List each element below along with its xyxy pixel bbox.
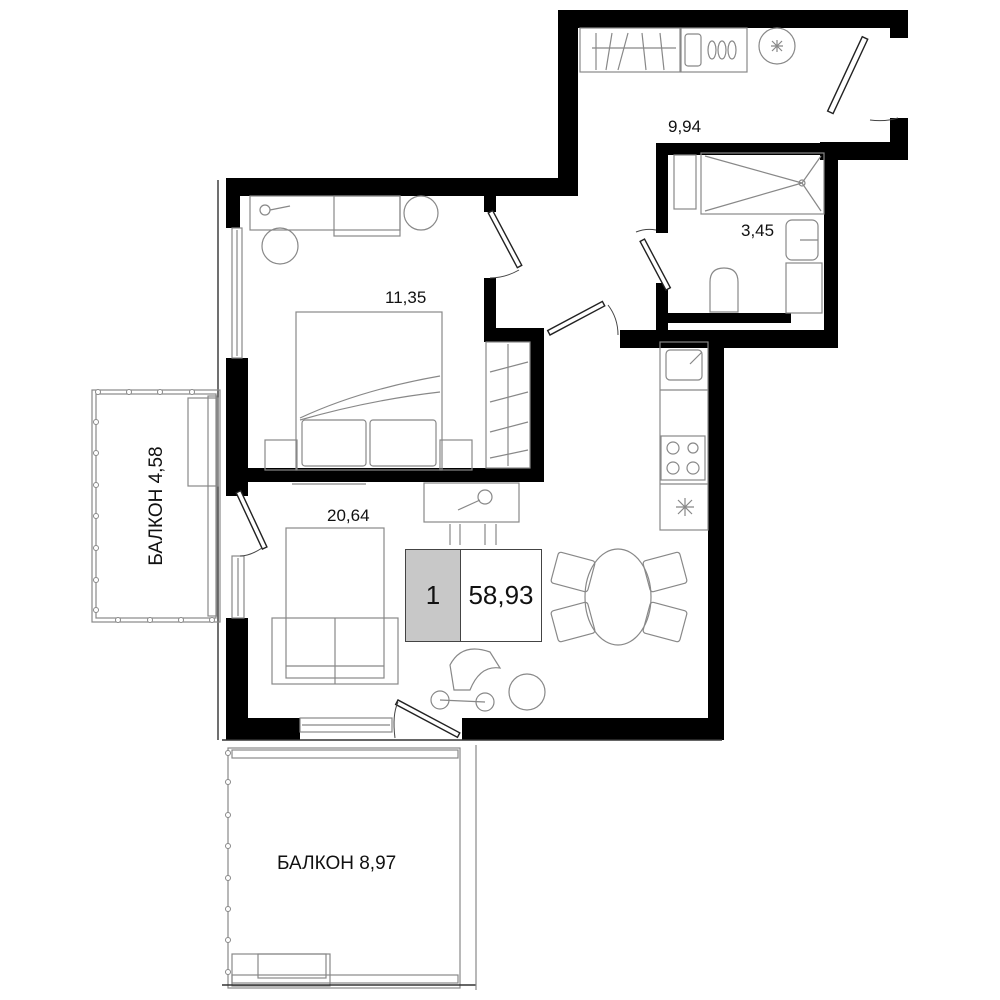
rooms-count: 1 (406, 550, 461, 641)
windows (217, 180, 722, 741)
balcony-west (91, 389, 221, 623)
balcony-south (222, 745, 477, 990)
walls (226, 10, 908, 740)
bathroom-furniture (673, 152, 825, 314)
balcony-south-label: БАЛКОН 8,97 (277, 853, 397, 874)
balcony-west-label: БАЛКОН 4,58 (146, 431, 168, 581)
total-area: 58,93 (461, 550, 541, 641)
balcony-west-label-text: БАЛКОН 4,58 (146, 446, 167, 566)
room-area-bathroom: 3,45 (741, 221, 775, 240)
room-area-bedroom: 11,35 (385, 288, 427, 307)
doors (235, 35, 899, 739)
living-furniture (271, 341, 709, 712)
hallway-furniture (579, 27, 796, 73)
apartment-badge: 1 58,93 (405, 549, 542, 642)
room-area-living-kitchen: 20,64 (327, 506, 370, 525)
room-area-hallway: 9,94 (668, 117, 702, 136)
bedroom-furniture (249, 195, 531, 471)
